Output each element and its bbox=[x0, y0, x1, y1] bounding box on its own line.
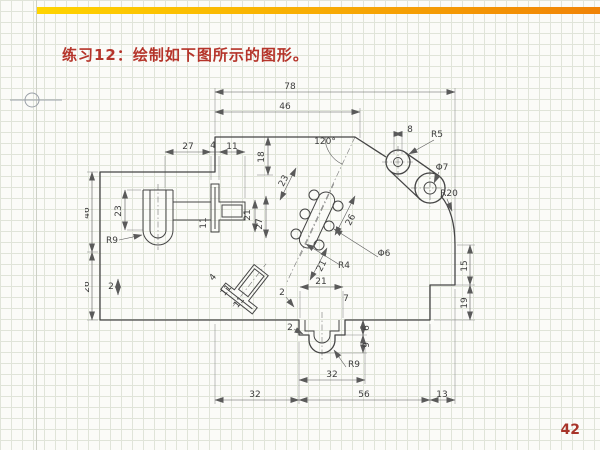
dim-32-bottom: 32 bbox=[249, 390, 260, 400]
dim-4-bl: 4 bbox=[208, 272, 220, 283]
dim-78: 78 bbox=[284, 82, 296, 92]
dim-11-mid: 11 bbox=[199, 217, 209, 228]
angle-arc bbox=[324, 136, 343, 165]
dim-r5: R5 bbox=[431, 130, 443, 140]
dim-13-bottom: 13 bbox=[436, 390, 447, 400]
rotated-t-slot bbox=[220, 263, 269, 315]
dim-r20: R20 bbox=[440, 189, 458, 199]
small-boss-hole bbox=[393, 157, 403, 167]
dim-phi7: Φ7 bbox=[436, 163, 449, 173]
page-number: 42 bbox=[560, 422, 580, 438]
extension-lines bbox=[87, 88, 475, 404]
dim-9-boss: 9 bbox=[362, 342, 372, 348]
dim-26-left: 26 bbox=[85, 281, 92, 293]
dim-26-diag: 26 bbox=[344, 212, 358, 227]
dim-21-mid: 21 bbox=[243, 209, 253, 220]
large-boss-hole-phi7 bbox=[423, 181, 437, 195]
dim-56-bottom: 56 bbox=[358, 390, 370, 400]
dim-r9-bottom: R9 bbox=[348, 360, 360, 370]
dim-11-bl1: 11 bbox=[219, 283, 234, 298]
part-outline bbox=[99, 136, 456, 354]
dim-6-boss: 6 bbox=[362, 325, 372, 331]
dim-46-left: 46 bbox=[85, 207, 92, 219]
dim-phi6: Φ6 bbox=[378, 249, 391, 259]
dim-r9-left: R9 bbox=[106, 236, 118, 246]
left-slot-outer bbox=[142, 190, 174, 246]
dim-21-boss: 21 bbox=[315, 277, 326, 287]
dim-2-left: 2 bbox=[108, 282, 114, 292]
diagonal-slot bbox=[298, 183, 336, 257]
dim-15-right: 15 bbox=[460, 260, 470, 271]
left-slot-inner bbox=[149, 190, 167, 239]
accent-bar bbox=[36, 7, 600, 14]
dim-2-boss: 2 bbox=[287, 323, 293, 333]
crosshair-mark bbox=[10, 92, 62, 108]
bottom-boss-inner bbox=[304, 320, 340, 344]
t-slot bbox=[210, 183, 246, 233]
dim-21-diag: 21 bbox=[315, 259, 329, 274]
dimension-labels: 78 46 27 4 11 18 120° 8 R5 Φ7 R20 23 46 … bbox=[85, 82, 470, 400]
dim-r4: R4 bbox=[338, 261, 350, 271]
dim-19-right: 19 bbox=[460, 297, 470, 309]
dim-7-boss: 7 bbox=[343, 294, 349, 304]
dim-4: 4 bbox=[210, 141, 216, 151]
technical-drawing: 78 46 27 4 11 18 120° 8 R5 Φ7 R20 23 46 … bbox=[85, 82, 475, 404]
left-margin-line bbox=[36, 0, 37, 450]
small-boss-outline bbox=[385, 149, 411, 175]
dim-27: 27 bbox=[182, 142, 193, 152]
large-boss-outline bbox=[414, 172, 446, 204]
centerlines bbox=[157, 136, 449, 362]
dim-11: 11 bbox=[226, 142, 237, 152]
dim-23-left: 23 bbox=[114, 205, 124, 216]
dim-120deg: 120° bbox=[314, 137, 336, 147]
dim-32-inner: 32 bbox=[326, 370, 337, 380]
dim-8: 8 bbox=[407, 125, 413, 135]
dim-18: 18 bbox=[257, 151, 267, 163]
dim-2-bl: 2 bbox=[279, 288, 285, 298]
part-features bbox=[142, 136, 446, 344]
leader-lines bbox=[118, 139, 453, 368]
page-title: 练习12：绘制如下图所示的图形。 bbox=[62, 46, 309, 64]
dim-23-diag: 23 bbox=[277, 174, 291, 189]
dim-46-top: 46 bbox=[279, 102, 291, 112]
dim-27-mid: 27 bbox=[255, 218, 265, 229]
dimension-lines bbox=[89, 89, 473, 403]
